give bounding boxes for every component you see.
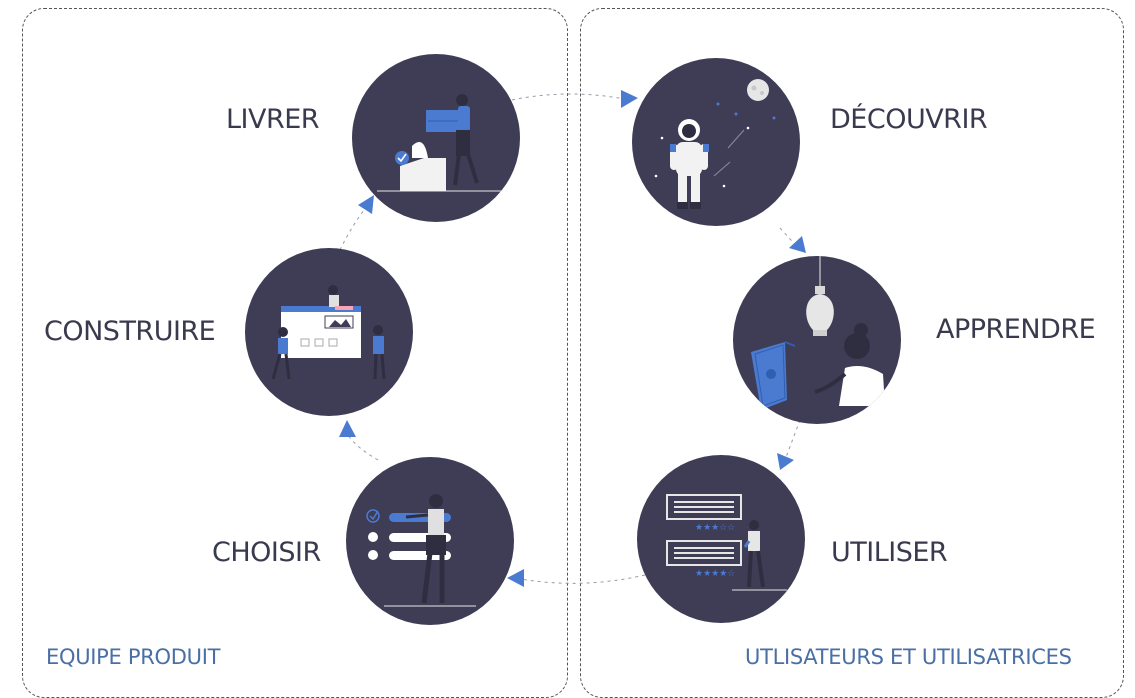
arrow-to-utiliser — [777, 453, 794, 470]
connector-utiliser-choisir — [514, 574, 646, 584]
construire-illustration — [245, 248, 413, 416]
svg-text:★★★☆☆: ★★★☆☆ — [695, 523, 735, 533]
connector-apprendre-utiliser — [784, 419, 801, 461]
decouvrir-illustration — [632, 58, 800, 226]
step-livrer: LIVRER — [226, 104, 320, 135]
group-label-users: UTLISATEURS ET UTILISATRICES — [745, 645, 1072, 669]
connector-livrer-decouvrir — [511, 93, 631, 101]
choisir-illustration — [346, 457, 514, 625]
apprendre-illustration — [733, 256, 901, 424]
arrow-to-livrer — [358, 195, 374, 214]
step-apprendre: APPRENDRE — [936, 314, 1096, 345]
arrow-to-choisir — [507, 569, 524, 587]
cycle-connectors — [339, 90, 806, 587]
connector-decouvrir-apprendre — [779, 227, 801, 251]
group-label-product-team: EQUIPE PRODUIT — [46, 645, 221, 669]
utiliser-illustration: ★★★☆☆ ★★★★☆ — [637, 455, 805, 623]
arrow-to-apprendre — [789, 236, 806, 253]
arrow-to-decouvrir — [621, 90, 638, 108]
svg-text:★★★★☆: ★★★★☆ — [695, 569, 735, 579]
livrer-illustration — [352, 54, 520, 222]
step-construire: CONSTRUIRE — [44, 316, 216, 347]
step-utiliser: UTILISER — [831, 537, 948, 568]
step-choisir: CHOISIR — [212, 537, 321, 568]
step-decouvrir: DÉCOUVRIR — [830, 104, 988, 135]
arrow-to-construire — [339, 420, 356, 437]
